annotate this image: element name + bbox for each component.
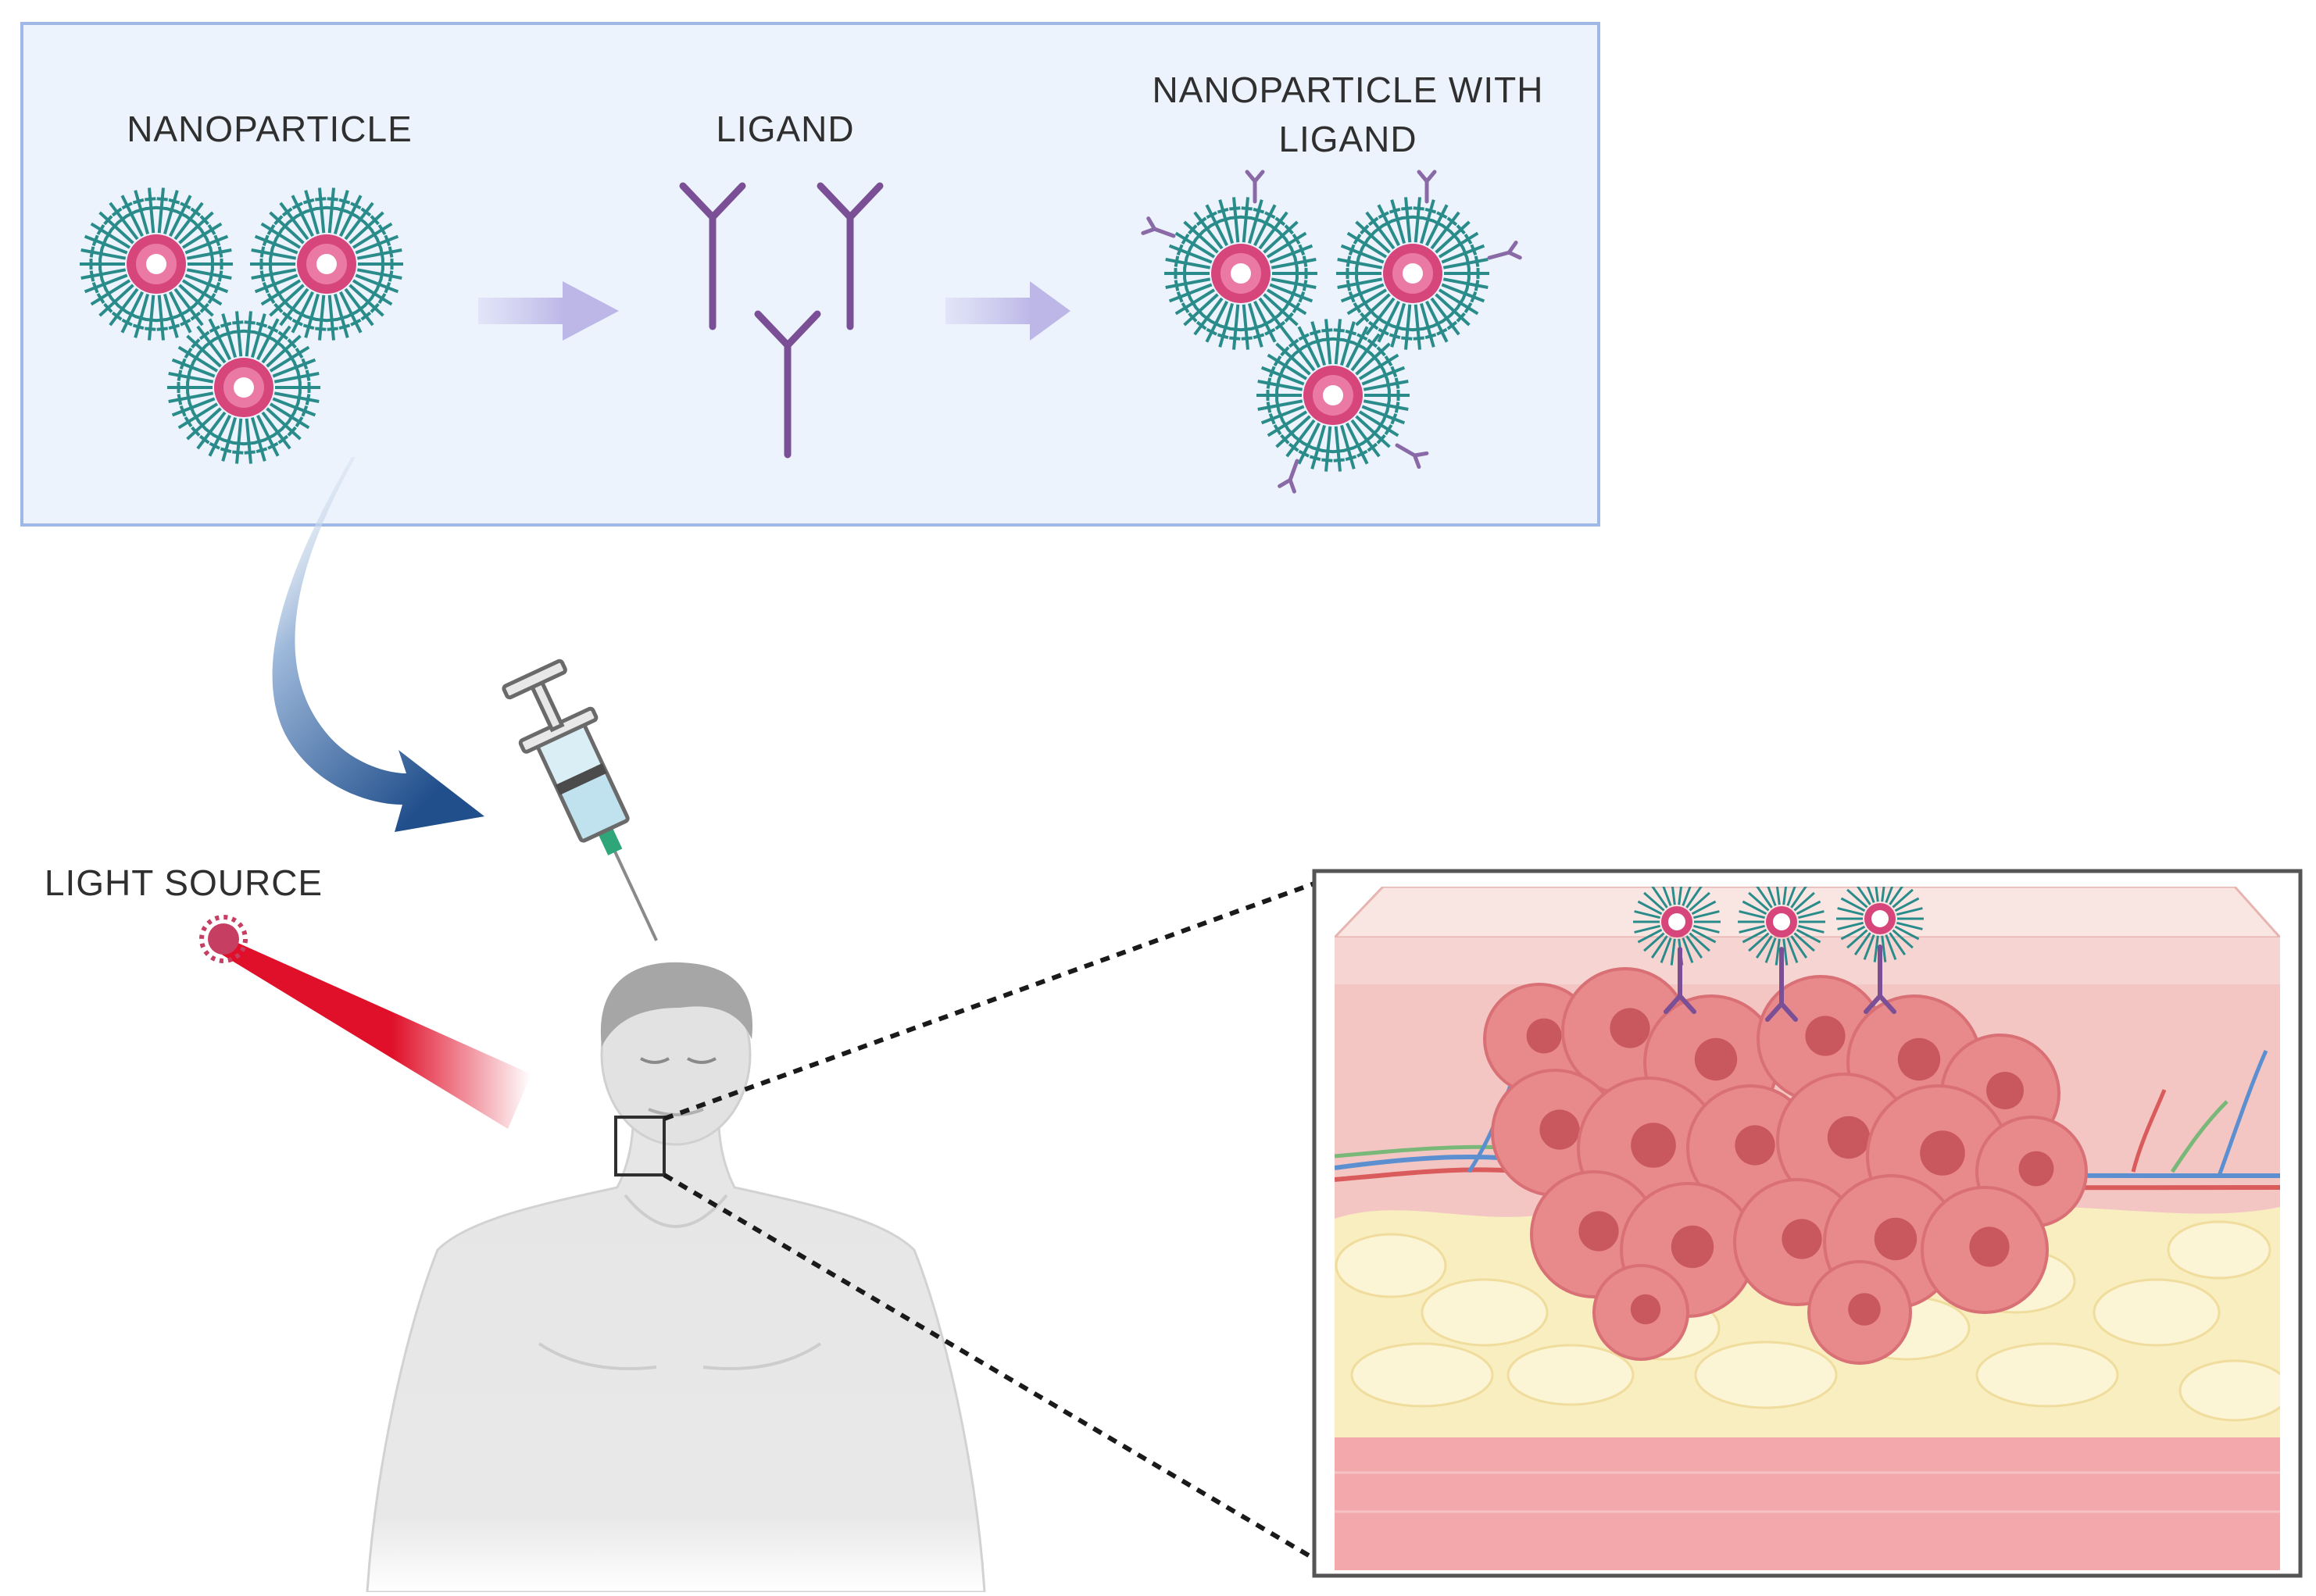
- label-nanoparticle-with-ligand-line2: LIGAND: [1278, 119, 1417, 159]
- tumor-cell-nucleus: [1827, 1116, 1871, 1159]
- zoom-region-box: [614, 1116, 666, 1176]
- tumor-cell-nucleus: [1848, 1293, 1881, 1326]
- label-nanoparticle: NANOPARTICLE: [127, 109, 413, 149]
- tumor-cell-nucleus: [1671, 1225, 1714, 1269]
- tumor-cell-nucleus: [1578, 1211, 1619, 1251]
- tumor-mass: [1483, 967, 2088, 1365]
- process-arrow-1: [478, 281, 619, 341]
- tumor-cell-nucleus: [1694, 1037, 1738, 1081]
- zoom-line-bottom: [663, 1173, 1322, 1565]
- label-ligand: LIGAND: [716, 109, 855, 149]
- tumor-cell-nucleus: [1969, 1226, 2010, 1267]
- targeted-nanoparticle-icon: [1632, 887, 1925, 1022]
- label-nanoparticle-with-ligand-line1: NANOPARTICLE WITH: [1152, 70, 1544, 110]
- tumor-cell-nucleus: [1805, 1016, 1846, 1056]
- tumor-cell-nucleus: [1631, 1123, 1676, 1168]
- tumor-cell-nucleus: [2018, 1151, 2054, 1187]
- process-arrow-2: [945, 281, 1070, 341]
- tumor-cell-nucleus: [1897, 1037, 1941, 1081]
- human-figure: [366, 962, 986, 1594]
- tumor-cell-nucleus: [1610, 1008, 1650, 1048]
- tumor-cell-nucleus: [1986, 1072, 2024, 1109]
- tumor-cell-nucleus: [1630, 1294, 1661, 1325]
- syringe-icon: [502, 659, 658, 941]
- label-light-source: LIGHT SOURCE: [44, 862, 323, 903]
- tumor-cell-nucleus: [1874, 1217, 1917, 1261]
- tumor-cell-nucleus: [1782, 1219, 1822, 1259]
- zoom-line-top: [663, 879, 1322, 1121]
- tumor-cell-nucleus: [1735, 1125, 1775, 1166]
- tumor-cell-nucleus: [1539, 1109, 1580, 1150]
- curved-arrow: [272, 457, 484, 832]
- tissue-inset: [1312, 869, 2303, 1578]
- tumor-cell-nucleus: [1526, 1018, 1562, 1054]
- tumor-cell-nucleus: [1920, 1130, 1965, 1176]
- light-source-icon: [199, 915, 531, 1129]
